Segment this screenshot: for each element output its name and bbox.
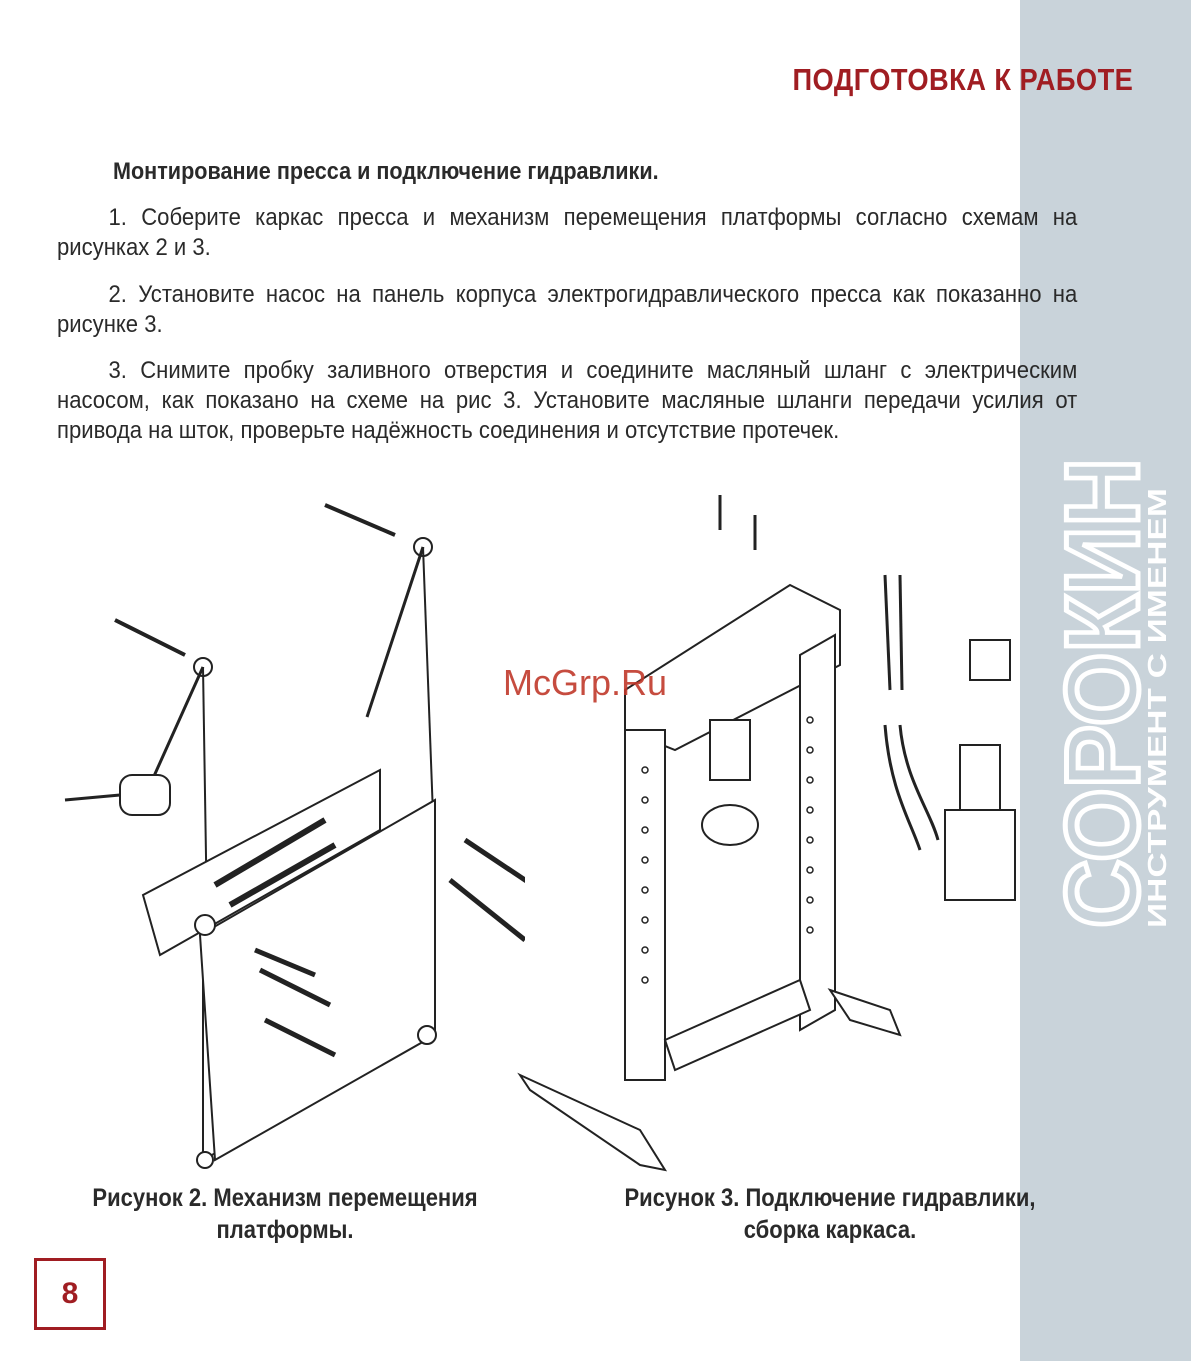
figure-3-hydraulics-frame	[517, 495, 1016, 1172]
brand-logo: СОРОКИН ИНСТРУМЕНТ С ИМЕНЕМ ®	[1043, 456, 1171, 931]
step-3: 3. Снимите пробку заливного отверстия и …	[57, 357, 1078, 444]
step-1: 1. Соберите каркас пресса и механизм пер…	[57, 204, 1078, 261]
step-2: 2. Установите насос на панель корпуса эл…	[57, 281, 1078, 338]
page-number: 8	[61, 1277, 79, 1310]
page-title: ПОДГОТОВКА К РАБОТЕ	[792, 62, 1133, 97]
brand-tagline: ИНСТРУМЕНТ С ИМЕНЕМ	[1142, 488, 1170, 928]
side-band	[1020, 0, 1191, 1361]
figure-2-platform-mechanism	[64, 503, 525, 1169]
brand-name: СОРОКИН	[1045, 458, 1161, 928]
figure-2-caption: Рисунок 2. Механизм перемещения платформ…	[92, 1184, 478, 1244]
watermark: McGrp.Ru	[503, 662, 668, 703]
page-number-box: 8	[34, 1258, 106, 1330]
section-heading: Монтирование пресса и подключение гидрав…	[113, 158, 659, 185]
figure-3-caption: Рисунок 3. Подключение гидравлики, сборк…	[624, 1184, 1036, 1244]
